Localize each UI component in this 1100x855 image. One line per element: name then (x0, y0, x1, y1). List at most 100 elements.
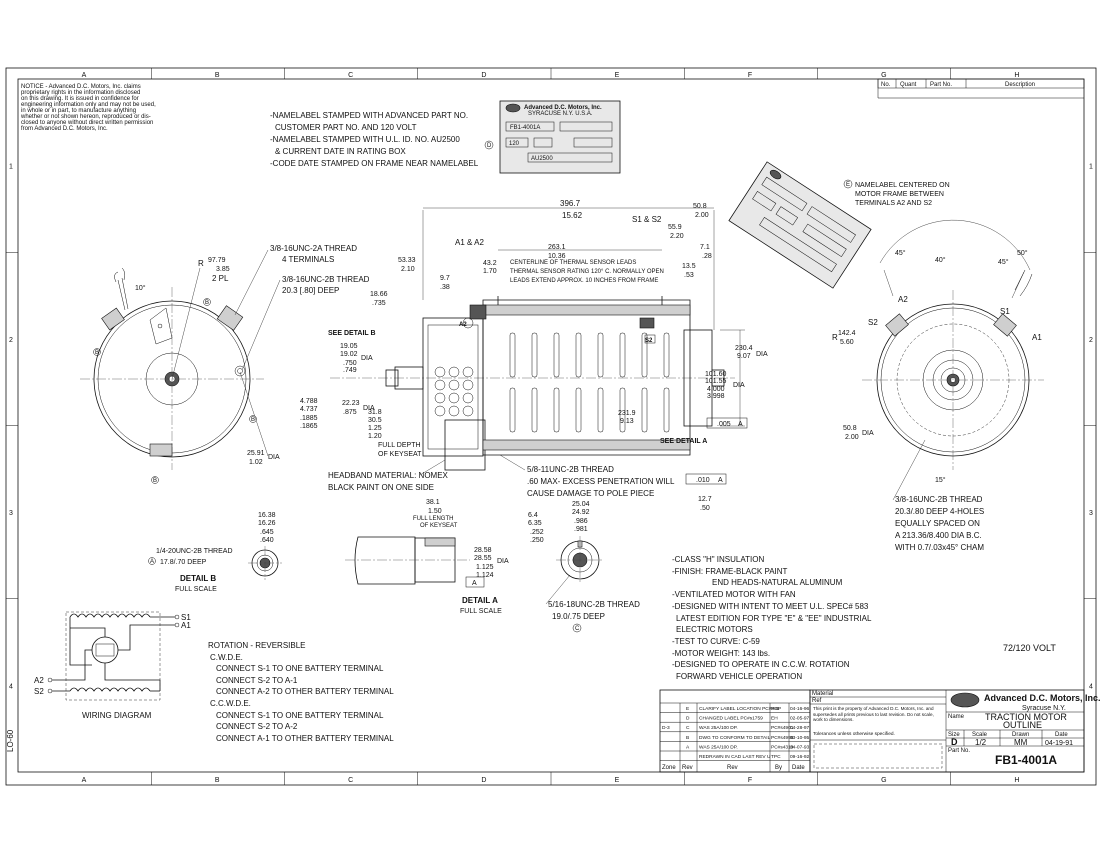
vent-hole (448, 405, 460, 417)
zone-row-label: 2 (9, 337, 13, 344)
vent-slot (531, 332, 538, 378)
revision-cell: E (686, 706, 689, 712)
revision-cell: 09-16-92 (790, 754, 810, 760)
note-line: CUSTOMER PART NO. AND 120 VOLT (275, 123, 417, 132)
dim-r: 5.60 (840, 339, 854, 346)
spec-line: -TEST TO CURVE: C-59 (672, 637, 760, 646)
parts-col-description: Description (1005, 82, 1035, 88)
svg-text:DIA: DIA (268, 454, 280, 461)
drawing-name: TRACTION MOTOR (985, 712, 1067, 722)
vent-slot (619, 332, 626, 378)
dim-2504: 24.92 (572, 509, 590, 516)
vent-hole (434, 379, 446, 391)
dim-508-mm: 50.8 (693, 203, 707, 210)
spec-line: ELECTRIC MOTORS (676, 625, 753, 634)
namelabel-rotated (728, 161, 872, 289)
zone-row-label: 1 (9, 164, 13, 171)
note-line: -NAMELABEL STAMPED WITH U.L. ID. NO. AU2… (270, 135, 460, 144)
revision-cell: 04-28-97 (790, 725, 810, 731)
note-e: E NAMELABEL CENTERED ON MOTOR FRAME BETW… (843, 179, 950, 207)
dim-key: .875 (343, 409, 357, 416)
revision-cell: B (686, 735, 689, 741)
vent-hole (434, 366, 446, 378)
dim-a1a2: A1 & A2 (455, 238, 484, 247)
tol-runout: .005 (717, 421, 731, 428)
dim-1866-in: .735 (372, 300, 386, 307)
spec-line: -DESIGNED WITH INTENT TO MEET U.L. SPEC#… (672, 602, 869, 611)
detail-b: 16.38 16.26 .645 .640 1/4-20UNC-2B THREA… (148, 512, 282, 593)
term-s1: S1 (1000, 307, 1010, 316)
revision-cell: EH (771, 716, 778, 722)
zone-col-label: F (748, 72, 752, 79)
detail-b-scale: FULL SCALE (175, 586, 217, 593)
keyseat-note: OF KEYSEAT (378, 451, 422, 458)
dim-318: 30.5 (368, 417, 382, 424)
plate-city: SYRACUSE N.Y. U.S.A. (528, 111, 593, 117)
rotation-line: C.W.D.E. (210, 653, 243, 662)
dim-318: 1.25 (368, 425, 382, 432)
rotation-line: CONNECT S-1 TO ONE BATTERY TERMINAL (216, 711, 384, 720)
dim-shaft: 19.02 (340, 351, 358, 358)
revision-cell: WAS 25A/100 DP. (699, 725, 738, 731)
property-notice: This print is the property of Advanced D… (813, 706, 934, 723)
term-s2: S2 (645, 338, 653, 344)
prop-text-wrap: This print is the property of Advanced D… (813, 706, 934, 723)
dim-key: .1885 (300, 415, 318, 422)
rotation-line: CONNECT A-2 TO OTHER BATTERY TERMINAL (216, 687, 394, 696)
detail-c: 6.4 6.35 .252 .250 25.04 24.92 .986 .981… (528, 501, 640, 633)
ref-label: Ref (812, 698, 822, 704)
vent-hole (448, 366, 460, 378)
rotation-line: CONNECT A-1 TO OTHER BATTERY TERMINAL (216, 734, 394, 743)
drawing-name-2: OUTLINE (1003, 720, 1042, 730)
revision-cell: DWG TO CONFORM TO DETAIL (699, 735, 771, 741)
rev-head-desc: Rev (727, 765, 738, 771)
left-end-view: B B B B 97.79 3.85 2 PL R 10° 25.91 1.02… (80, 244, 370, 484)
note-e-line: NAMELABEL CENTERED ON (855, 182, 950, 189)
spec-line: -MOTOR WEIGHT: 143 lbs. (672, 649, 770, 658)
zone-col-label: C (348, 777, 353, 784)
wire-term: S2 (34, 687, 44, 696)
rotation-line: CONNECT S-1 TO ONE BATTERY TERMINAL (216, 664, 384, 673)
callout-b: B (153, 478, 157, 484)
dim-2858: 1.124 (476, 572, 494, 579)
dim-key: 22.23 (342, 400, 360, 407)
notice-line: NOTICE - Advanced D.C. Motors, Inc. clai… (21, 84, 141, 90)
wiring-title: WIRING DIAGRAM (82, 711, 152, 720)
zone-col-label: E (615, 72, 620, 79)
date-value: 04-19-91 (1045, 740, 1073, 747)
right-thread-note: A 213.36/8.400 DIA B.C. (895, 531, 982, 540)
globe-logo-icon (950, 692, 980, 708)
dim-2304: 9.07 (737, 353, 751, 360)
notice-line: whether or not shown hereon, reproduced … (20, 114, 151, 120)
dim-2858: 28.55 (474, 555, 492, 562)
dim-shaft: DIA (361, 355, 373, 362)
dim-2504: 25.04 (572, 501, 590, 508)
detail-c-thread: 5/16-18UNC-2B THREAD (548, 600, 640, 609)
dim-2858: 1.125 (476, 564, 494, 571)
revision-cell: 02-05-97 (790, 716, 810, 722)
right-thread-note: 20.3/.80 DEEP 4-HOLES (895, 507, 984, 516)
dim-64: .250 (530, 537, 544, 544)
callout-a: A (150, 559, 154, 565)
zone-row-label: 4 (9, 683, 13, 690)
sensor-note: CENTERLINE OF THERMAL SENSOR LEADS (510, 260, 636, 266)
zone-col-label: B (215, 72, 220, 79)
zone-row-label: 3 (1089, 510, 1093, 517)
callout-b: B (205, 300, 209, 306)
revision-cell: PC#s4319 (771, 744, 794, 750)
drawn-value: MM (1014, 738, 1028, 747)
spec-line: -CLASS "H" INSULATION (672, 555, 764, 564)
dim-b: .640 (260, 537, 274, 544)
revision-cell: PC#s4996 (771, 735, 794, 741)
dim-71-mm: 7.1 (700, 244, 710, 251)
dim-2319: 231.9 (618, 410, 636, 417)
dim-r-lower: 3.85 (216, 266, 230, 273)
revision-cell: A (686, 744, 690, 750)
dim-508: 2.00 (845, 434, 859, 441)
revision-cell: PGP (771, 706, 781, 712)
revision-cell: 04-16-96 (790, 706, 810, 712)
notice-line: in whole or in part, to manufacture anyt… (21, 108, 136, 114)
dim-shaft: .749 (343, 367, 357, 374)
